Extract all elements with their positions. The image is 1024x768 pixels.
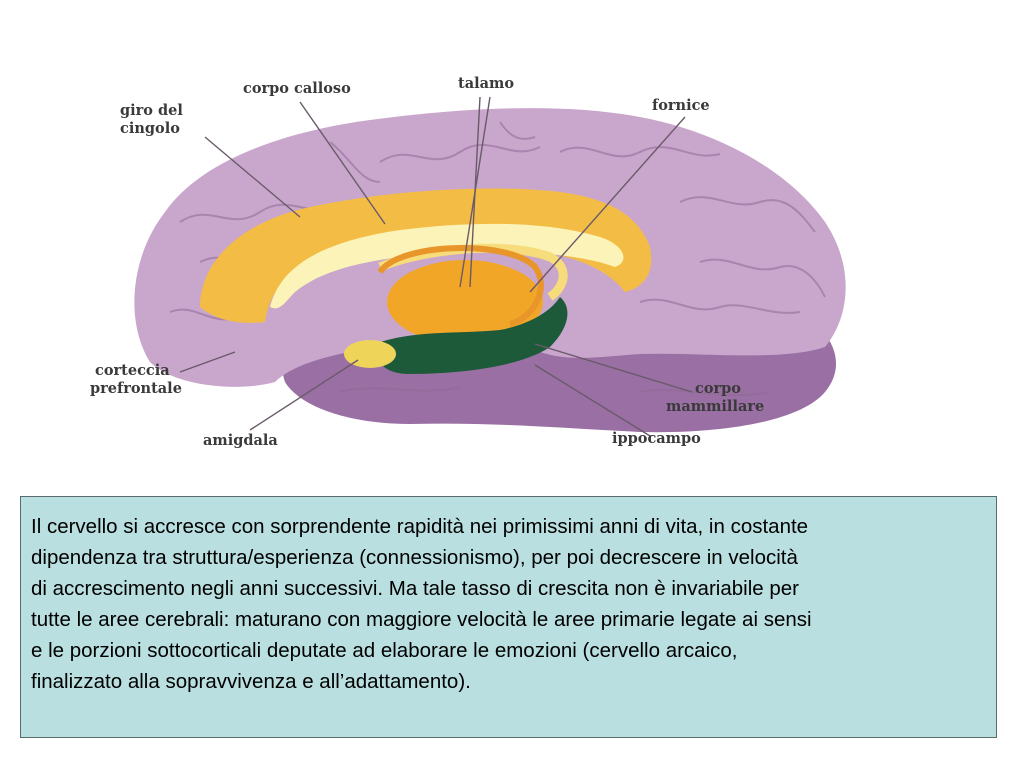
label-corpo-mammillare-line2: mammillare xyxy=(666,398,764,415)
label-amigdala: amigdala xyxy=(203,432,278,449)
label-giro-line2: cingolo xyxy=(120,120,180,137)
caption-line: e le porzioni sottocorticali deputate ad… xyxy=(31,639,738,662)
caption-line: dipendenza tra struttura/esperienza (con… xyxy=(31,546,798,569)
thalamus xyxy=(387,260,543,344)
caption-line: finalizzato alla sopravvivenza e all’ada… xyxy=(31,670,471,693)
caption-text: Il cervello si accresce con sorprendente… xyxy=(31,511,986,697)
hippocampus xyxy=(377,297,568,374)
caption-line: Il cervello si accresce con sorprendente… xyxy=(31,515,809,538)
fornix xyxy=(378,243,568,301)
brain-diagram-svg: corpo calloso talamo giro del cingolo fo… xyxy=(90,75,846,449)
corpus-callosum xyxy=(270,223,624,309)
label-corpo-calloso: corpo calloso xyxy=(243,80,351,97)
caption-box: Il cervello si accresce con sorprendente… xyxy=(20,496,997,738)
leader-lines xyxy=(179,96,693,437)
thalamus-loop xyxy=(377,245,544,327)
cingulate-gyrus xyxy=(200,188,652,323)
label-talamo: talamo xyxy=(458,75,514,92)
label-fornice: fornice xyxy=(652,97,710,114)
label-corteccia-line1: corteccia xyxy=(95,362,170,379)
label-ippocampo: ippocampo xyxy=(612,430,701,447)
brain-diagram: corpo calloso talamo giro del cingolo fo… xyxy=(80,62,880,462)
caption-line: tutte le aree cerebrali: maturano con ma… xyxy=(31,608,812,631)
label-giro-line1: giro del xyxy=(120,102,183,119)
label-corpo-mammillare-line1: corpo xyxy=(695,380,741,397)
label-corteccia-line2: prefrontale xyxy=(90,380,182,397)
caption-line: di accrescimento negli anni successivi. … xyxy=(31,577,799,600)
